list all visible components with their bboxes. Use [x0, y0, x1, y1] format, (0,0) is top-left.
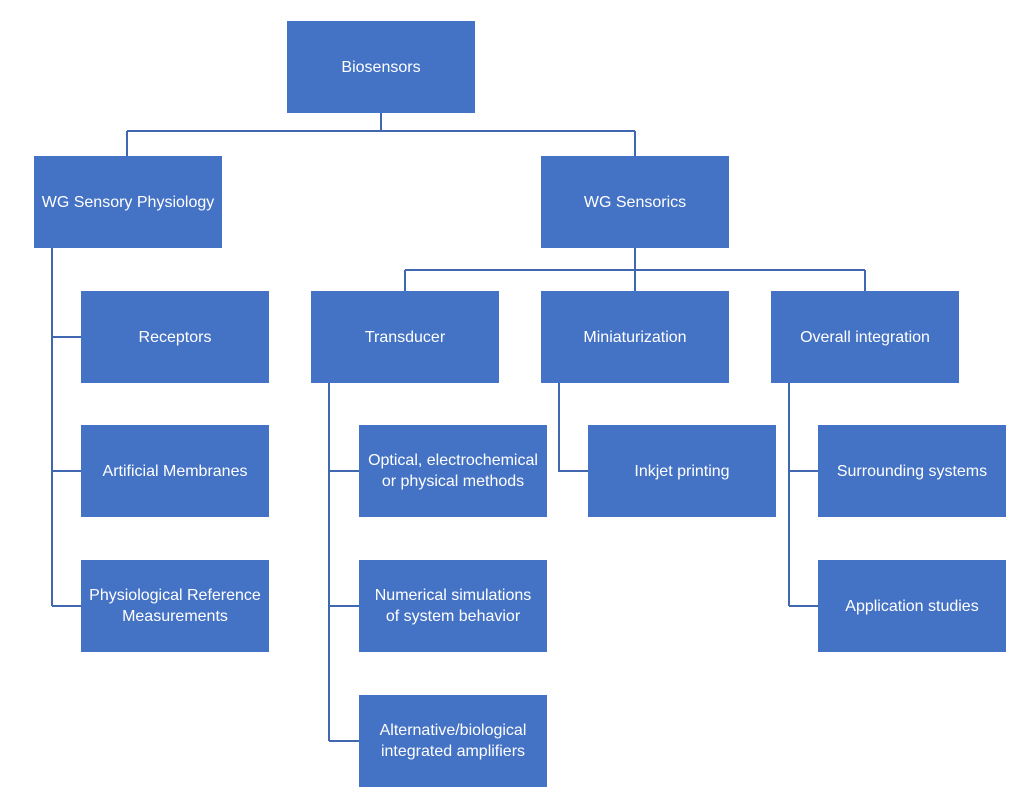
node-transducer: Transducer — [311, 291, 499, 383]
node-receptors: Receptors — [81, 291, 269, 383]
connector-root-to-wg — [126, 113, 636, 156]
node-wg-sensory-physiology: WG Sensory Physiology — [34, 156, 222, 248]
connector-transducer-children — [328, 383, 359, 742]
node-overall-integration: Overall integration — [771, 291, 959, 383]
node-application-studies: Application studies — [818, 560, 1006, 652]
node-alternative-amplifiers: Alternative/biological integrated amplif… — [359, 695, 547, 787]
connector-sensory-physiology-children — [51, 248, 82, 607]
node-surrounding-systems: Surrounding systems — [818, 425, 1006, 517]
node-physiological-reference: Physiological Reference Measurements — [81, 560, 269, 652]
connector-integration-children — [788, 383, 819, 607]
node-biosensors: Biosensors — [287, 21, 475, 113]
node-wg-sensorics: WG Sensorics — [541, 156, 729, 248]
connector-miniaturization-children — [558, 383, 589, 472]
node-numerical-simulations: Numerical simulations of system behavior — [359, 560, 547, 652]
node-optical-methods: Optical, electrochemical or physical met… — [359, 425, 547, 517]
node-miniaturization: Miniaturization — [541, 291, 729, 383]
node-artificial-membranes: Artificial Membranes — [81, 425, 269, 517]
node-inkjet-printing: Inkjet printing — [588, 425, 776, 517]
connector-sensorics-to-groups — [404, 248, 866, 291]
